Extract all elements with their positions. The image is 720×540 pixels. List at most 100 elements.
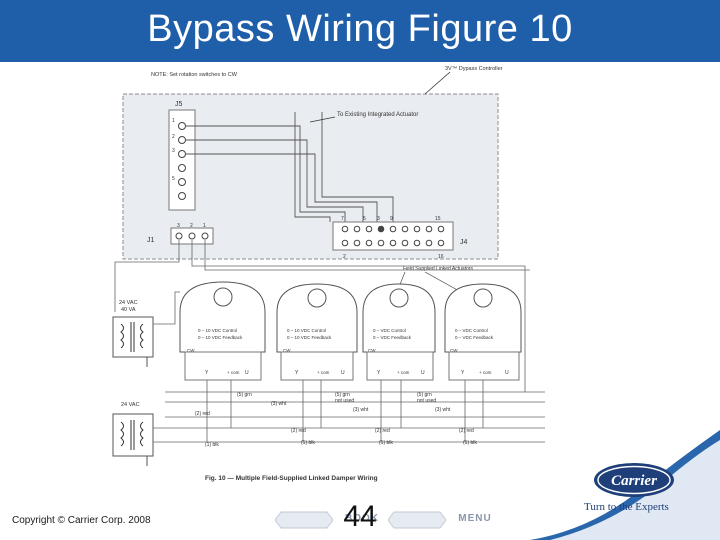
existing-actuator-pointer xyxy=(309,116,336,123)
j4-pin-label: 9 xyxy=(390,216,393,222)
j5-pin-label: 2 xyxy=(172,134,175,140)
j4-pin xyxy=(389,239,397,247)
actuator-term-u: U xyxy=(505,370,509,376)
j4-pin xyxy=(425,239,433,247)
actuator-dial xyxy=(307,288,327,308)
wire-j5-2 xyxy=(186,139,364,222)
wire-label: (3) wht xyxy=(271,401,287,407)
actuator-term-u: U xyxy=(421,370,425,376)
actuator-cw: CW xyxy=(283,348,291,353)
page-number: 44 xyxy=(343,500,377,533)
j5-pin xyxy=(178,178,186,186)
transformer-lower xyxy=(112,413,154,457)
menu-button[interactable]: MENU xyxy=(387,510,491,530)
j4-pin xyxy=(413,225,421,233)
wire-label: not used xyxy=(417,398,436,404)
wire-j5-3 xyxy=(186,153,378,222)
wire-label: (5) grn xyxy=(417,392,432,398)
j4-pin xyxy=(425,225,433,233)
actuator-line1: 0 – VDC Control xyxy=(373,328,406,333)
j4-label: J4 xyxy=(460,239,468,246)
j5-pin-label: 1 xyxy=(172,118,175,124)
actuator-cw: CW xyxy=(187,348,195,353)
actuator-term-y: Y xyxy=(205,370,209,376)
actuator-term-com: + com xyxy=(397,370,410,375)
wire-label: not used xyxy=(335,398,354,404)
actuator-term-com: + com xyxy=(317,370,330,375)
j4-pin xyxy=(389,225,397,233)
wire-label: (1) blk xyxy=(463,440,477,446)
transformer-upper xyxy=(112,316,154,358)
j4-pin xyxy=(437,239,445,247)
book-button-shape xyxy=(274,511,334,529)
actuator-4: 0 – VDC Control 0 – VDC Feedback CW Y + … xyxy=(444,283,522,381)
wiring-diagram-svg: NOTE: Set rotation switches to CW 3V™ Dy… xyxy=(112,66,545,482)
slide-title: Bypass Wiring Figure 10 xyxy=(147,8,573,50)
j5-pin xyxy=(178,192,186,200)
wire-label: (5) grn xyxy=(335,392,350,398)
j4-pin xyxy=(365,225,373,233)
j4-pin xyxy=(377,239,385,247)
book-button[interactable]: BOOK xyxy=(274,510,378,530)
controller-label: 3V™ Dypass Controller xyxy=(445,66,503,72)
actuator-dial xyxy=(213,287,233,307)
j4-bottom-row xyxy=(341,239,445,247)
j4-pin xyxy=(353,239,361,247)
wire-label: (2) red xyxy=(375,428,390,434)
actuator-cw: CW xyxy=(368,348,376,353)
actuator-line1: 0 – VDC Control xyxy=(455,328,488,333)
actuator-terminal-strip xyxy=(448,351,520,381)
j1-pin xyxy=(175,232,183,240)
brand-tagline: Turn to the Experts xyxy=(584,501,669,513)
j4-pin-label: 3 xyxy=(377,216,380,222)
bus-top xyxy=(191,240,526,392)
actuator-term-y: Y xyxy=(295,370,299,376)
actuator-cw: CW xyxy=(450,348,458,353)
j5-pin xyxy=(178,150,186,158)
actuator-dial xyxy=(389,288,409,308)
existing-actuator-text: To Existing Integrated Actuator xyxy=(337,112,418,118)
j4-pin xyxy=(341,239,349,247)
actuator-line2: 0 – 10 VDC Feedback xyxy=(287,335,332,340)
j4-pin-label: 7 xyxy=(341,216,344,222)
carrier-logo-oval: Carrier xyxy=(594,463,674,497)
j4-top-row xyxy=(341,225,445,233)
book-label: BOOK xyxy=(345,513,379,524)
j4-pin-label: 16 xyxy=(438,254,444,260)
menu-button-shape xyxy=(387,511,447,529)
logo-wordmark: Carrier xyxy=(611,473,657,489)
wire-j5-4 xyxy=(321,112,394,222)
wire-label: (3) wht xyxy=(435,407,451,413)
wire-j5-1 xyxy=(186,125,346,222)
j5-label: J5 xyxy=(175,101,183,108)
j5-pin xyxy=(178,136,186,144)
actuator-term-com: + com xyxy=(227,370,240,375)
actuator-line2: 0 – VDC Feedback xyxy=(373,335,412,340)
wire-label: (3) wht xyxy=(353,407,369,413)
wire-label: (5) grn xyxy=(237,392,252,398)
copyright-text: Copyright © Carrier Corp. 2008 xyxy=(12,515,151,526)
wire-label: (2) red xyxy=(291,428,306,434)
j1-pin-label: 2 xyxy=(190,223,193,229)
j1-pin-label: 1 xyxy=(203,223,206,229)
bus-second xyxy=(204,240,530,271)
carrier-logo: Carrier xyxy=(580,460,692,536)
j4-pin xyxy=(413,239,421,247)
vac-upper-1: 24 VAC xyxy=(119,300,138,306)
j4-pin xyxy=(365,239,373,247)
wire-label: (1) blk xyxy=(379,440,393,446)
actuator-term-y: Y xyxy=(377,370,381,376)
j4-pin xyxy=(401,225,409,233)
actuator-2: 0 – 10 VDC Control 0 – 10 VDC Feedback C… xyxy=(276,283,358,381)
actuator-term-u: U xyxy=(245,370,249,376)
field-actuators-label: Field Supplied Linked Actuators xyxy=(403,266,474,272)
j1-pin xyxy=(201,232,209,240)
j4-pin xyxy=(377,225,385,233)
j1-label: J1 xyxy=(147,237,155,244)
wire-label: (1) blk xyxy=(301,440,315,446)
actuator-term-y: Y xyxy=(461,370,465,376)
note-label: NOTE: Set rotation switches to CW xyxy=(151,72,238,78)
wire-upper-1 xyxy=(153,291,180,325)
j4-pin xyxy=(353,225,361,233)
j4-pin-label: 5 xyxy=(363,216,366,222)
